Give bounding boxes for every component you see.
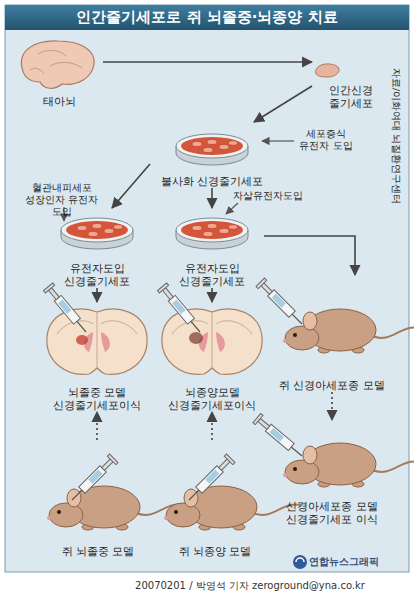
syringe	[68, 454, 118, 504]
flow-arrow	[103, 61, 312, 63]
illustration-node: 유전자도입 신경줄기세포	[160, 208, 264, 288]
source-note: 자료/이화여대 뇌질환연구센터	[390, 36, 402, 236]
stroke-lesion	[76, 335, 88, 345]
flow-arrow	[211, 188, 213, 208]
process-note: 자살유전자도입	[228, 190, 308, 202]
illustration-node: 불사화 신경줄기세포	[150, 122, 274, 188]
syringe	[157, 283, 204, 336]
logo-mark-detail	[296, 558, 304, 562]
brain-section	[162, 309, 262, 374]
illustration-node: 쥐 뇌졸중 모델	[38, 440, 158, 558]
flow-arrow	[331, 392, 333, 420]
title-text: 인간줄기세포로 쥐 뇌졸중·뇌종양 치료	[5, 5, 409, 30]
node-label: 뇌종양모델 신경줄기세포이식	[162, 386, 262, 412]
flow-arrow	[211, 412, 213, 440]
frame	[5, 5, 409, 572]
node-label: 신경아세포종 모델 신경줄기세포 이식	[277, 500, 387, 526]
node-label: 태아뇌	[43, 95, 76, 108]
node-label: 쥐 신경아세포종 모델	[279, 379, 385, 392]
process-note: 세포증식 유전자 도입	[296, 128, 356, 152]
node-label: 쥐 뇌종양 모델	[179, 545, 252, 558]
caption-text: 20070201 / 박영석 기자 zeroground@yna.co.kr	[100, 579, 400, 592]
illustration-node: 뇌종양모델 신경줄기세포이식	[155, 302, 269, 412]
flow-arrow	[96, 288, 98, 302]
note-arrow	[226, 203, 238, 214]
illustration-node: 인간신경 줄기세포	[312, 56, 390, 110]
title-bar	[5, 5, 409, 30]
illustration-node: 신경아세포종 모델 신경줄기세포 이식	[262, 420, 402, 526]
process-note: 혈관내피세포 성장인자 유전자 도입	[14, 182, 109, 218]
illustration-node: 쥐 신경아세포종 모델	[262, 275, 402, 392]
flow-arrow	[96, 412, 98, 440]
brain-section	[47, 309, 147, 374]
flow-arrow	[211, 288, 213, 302]
node-label: 인간신경 줄기세포	[321, 84, 381, 110]
petri-dish	[61, 218, 133, 249]
brain-fold	[30, 50, 82, 74]
note-arrow	[262, 140, 294, 141]
mouse	[283, 443, 414, 487]
logo-mark	[293, 555, 307, 569]
node-label: 유전자도입 신경줄기세포	[47, 262, 147, 288]
logo-text: 연합뉴스그래픽	[309, 556, 405, 568]
syringe	[43, 283, 90, 336]
mouse	[164, 486, 301, 530]
illustration-node: 뇌졸중 모델 신경줄기세포이식	[40, 302, 154, 412]
petri-dish	[176, 134, 248, 165]
node-label: 쥐 뇌졸중 모델	[62, 545, 135, 558]
illustration-node: 태아뇌	[15, 38, 103, 108]
node-label: 불사화 신경줄기세포	[161, 175, 264, 188]
fetal-brain	[21, 41, 94, 88]
flow-arrow	[254, 86, 312, 122]
stem-cell-tissue	[315, 64, 339, 77]
illustration-node: 쥐 뇌종양 모델	[160, 440, 270, 558]
illustration-node: 유전자도입 신경줄기세포	[45, 208, 149, 288]
flow-arrow	[264, 236, 355, 275]
mouse	[47, 486, 184, 530]
mouse	[283, 309, 414, 353]
flow-arrow	[112, 164, 150, 208]
syringe	[185, 454, 235, 504]
node-label: 뇌졸중 모델 신경줄기세포이식	[47, 386, 147, 412]
tumor-mass	[189, 332, 203, 344]
syringe	[253, 413, 306, 460]
syringe	[256, 278, 306, 328]
petri-dish	[176, 218, 248, 249]
node-label: 유전자도입 신경줄기세포	[162, 262, 262, 288]
